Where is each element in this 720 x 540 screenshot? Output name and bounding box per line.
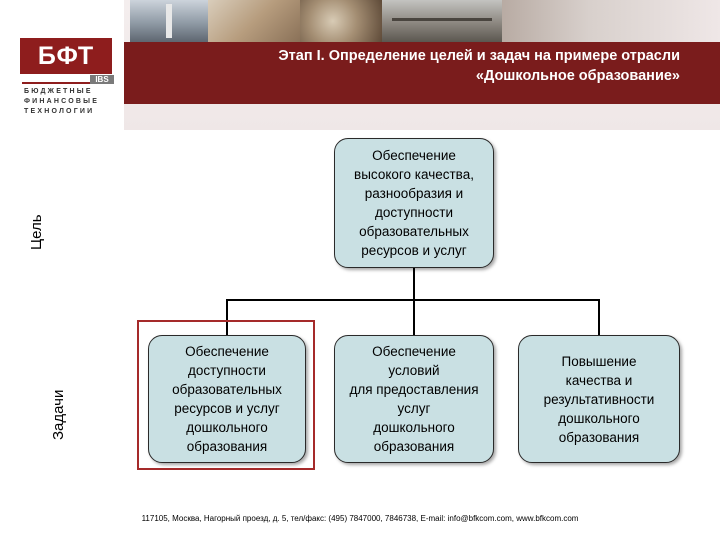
task-text-line: Повышение: [561, 353, 637, 369]
task-text-line: образовательных: [172, 382, 282, 397]
logo: БФТ IBS БЮДЖЕТНЫЕ ФИНАНСОВЫЕ ТЕХНОЛОГИИ: [0, 0, 124, 130]
task-text-line: условий: [388, 363, 440, 378]
logo-brand: БФТ: [20, 38, 112, 74]
logo-badge: IBS: [90, 75, 114, 84]
connector-task-3: [598, 299, 600, 336]
highlight-frame: [137, 320, 315, 470]
logo-subtitle-line: ФИНАНСОВЫЕ: [24, 98, 100, 105]
task-text-line: образования: [373, 439, 455, 454]
task-text-line: для предоставления: [349, 382, 479, 397]
logo-subtitle: БЮДЖЕТНЫЕ ФИНАНСОВЫЕ ТЕХНОЛОГИИ: [24, 87, 116, 117]
task-node-conditions: Обеспечение условий для предоставления у…: [334, 335, 494, 463]
goal-text-line: разнообразия и: [364, 186, 464, 201]
task-text-line: образования: [186, 439, 268, 454]
page-title: Этап I. Определение целей и задач на при…: [124, 46, 680, 86]
task-text-line: качества и: [565, 372, 633, 388]
task-node-access: Обеспечение доступности образовательных …: [148, 335, 306, 463]
header-photo-strip: [130, 0, 720, 42]
task-text-line: доступности: [188, 363, 266, 378]
bridge-photo: [382, 0, 502, 42]
task-text-line: Обеспечение: [372, 344, 456, 359]
connector-task-2: [413, 299, 415, 336]
page-title-line-2: «Дошкольное образование»: [475, 68, 680, 84]
task-text-line: услуг: [397, 401, 431, 416]
task-text-line: дошкольного: [186, 420, 268, 435]
task-text-line: ресурсов и услуг: [174, 401, 280, 416]
page-title-line-1: Этап I. Определение целей и задач на при…: [278, 48, 680, 64]
goal-text-line: ресурсов и услуг: [361, 243, 467, 258]
lighthouse-photo: [130, 0, 208, 42]
goal-text-line: высокого качества,: [354, 167, 474, 182]
goal-text-line: Обеспечение: [372, 148, 456, 163]
logo-divider: [22, 82, 114, 84]
photo-fade: [502, 0, 720, 42]
goal-node: Обеспечение высокого качества, разнообра…: [334, 138, 494, 268]
footer-contacts: 117105, Москва, Нагорный проезд, д. 5, т…: [141, 514, 579, 523]
connector-goal: [413, 268, 415, 301]
task-node-quality: Повышение качества и результативности до…: [518, 335, 680, 463]
title-band: [124, 42, 720, 104]
logo-subtitle-line: БЮДЖЕТНЫЕ: [24, 88, 93, 95]
connector-task-1: [226, 299, 228, 336]
tasks-row-label: Задачи: [50, 389, 67, 440]
goal-row-label: Цель: [28, 214, 45, 250]
hands-photo: [208, 0, 300, 42]
task-text-line: дошкольного: [373, 420, 455, 435]
task-text-line: результативности: [543, 391, 655, 407]
goal-text-line: образовательных: [359, 224, 469, 239]
header-band: Этап I. Определение целей и задач на при…: [0, 0, 720, 130]
globe-photo: [300, 0, 382, 42]
task-text-line: Обеспечение: [185, 344, 269, 359]
task-text-line: дошкольного: [558, 410, 640, 426]
goal-text-line: доступности: [375, 205, 453, 220]
logo-subtitle-line: ТЕХНОЛОГИИ: [24, 108, 95, 115]
task-text-line: образования: [558, 429, 640, 445]
